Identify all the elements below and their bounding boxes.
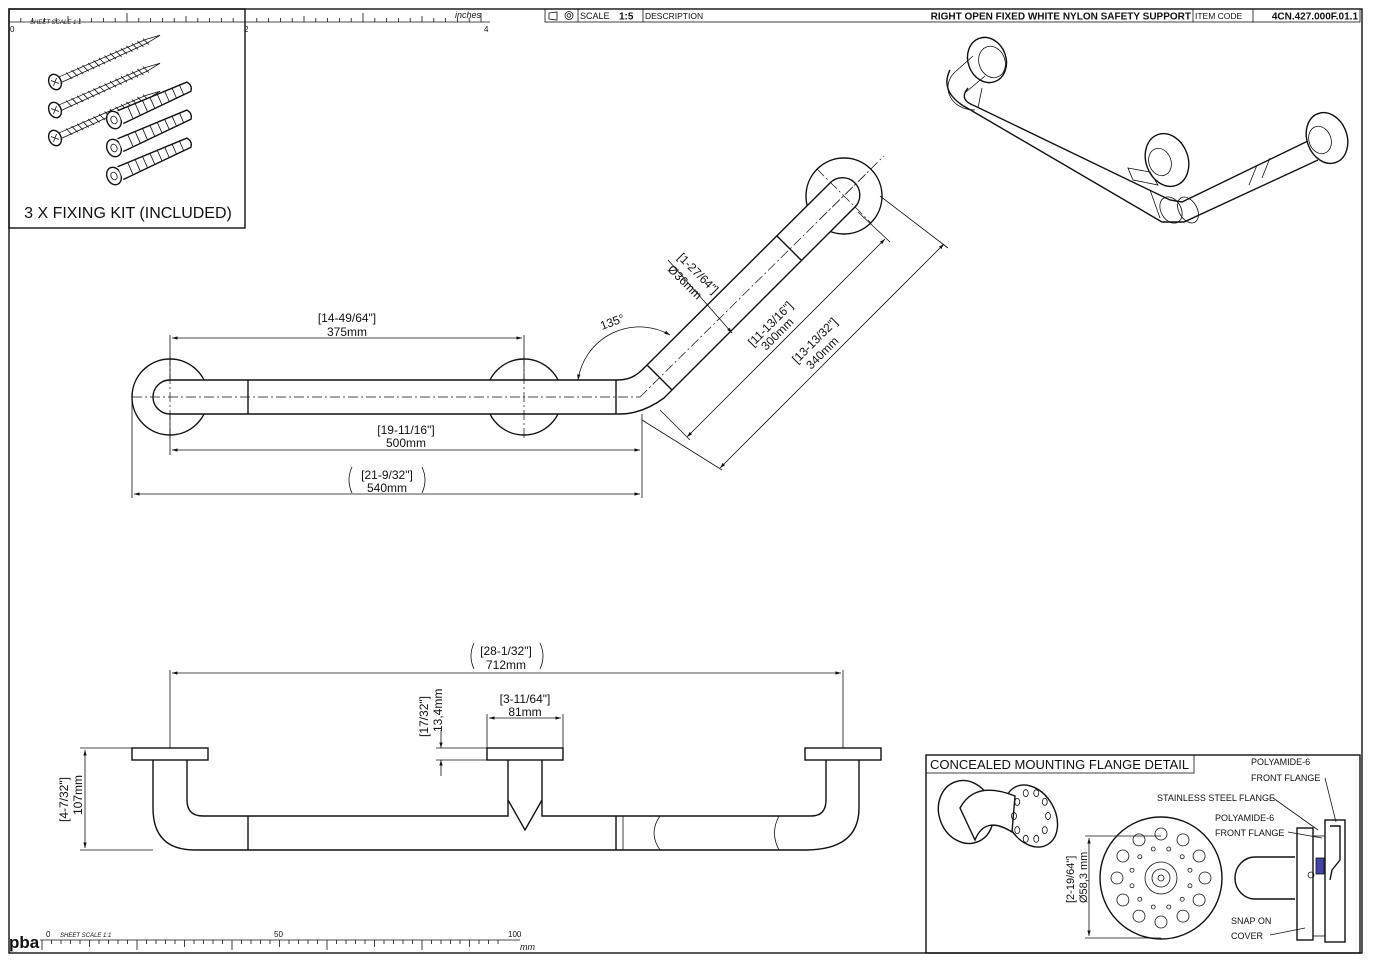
flange-diameter-mm: Ø58,3 mm bbox=[1078, 852, 1090, 903]
callout-snap-cover-line2: COVER bbox=[1231, 931, 1264, 941]
dim-13-4-inch: [17/32"] bbox=[417, 696, 431, 737]
description-value: RIGHT OPEN FIXED WHITE NYLON SAFETY SUPP… bbox=[931, 12, 1191, 23]
callout-front-flange-2-line2: FRONT FLANGE bbox=[1215, 828, 1284, 838]
top-ruler-tick-4: 4 bbox=[484, 25, 489, 34]
scale-label: SCALE bbox=[580, 11, 610, 21]
flange-detail-panel: CONCEALED MOUNTING FLANGE DETAIL [2-19/6… bbox=[925, 754, 1361, 954]
callout-front-flange-2-line1: POLYAMIDE-6 bbox=[1215, 813, 1274, 823]
flange-detail-title: CONCEALED MOUNTING FLANGE DETAIL bbox=[930, 757, 1189, 772]
item-code-value: 4CN.427.000F.01.1 bbox=[1272, 12, 1359, 23]
screw-icon bbox=[47, 34, 161, 147]
dim-712-mm: 712mm bbox=[486, 658, 526, 672]
flange-isometric bbox=[937, 779, 1059, 848]
callout-steel-flange: STAINLESS STEEL FLANGE bbox=[1157, 793, 1275, 803]
dim-375-inch: [14-49/64"] bbox=[318, 311, 376, 325]
scale-value: 1:5 bbox=[619, 12, 634, 23]
flange-section bbox=[1234, 819, 1346, 943]
dim-107-mm: 107mm bbox=[71, 775, 85, 815]
description-label: DESCRIPTION bbox=[645, 11, 703, 21]
bottom-ruler-unit: mm bbox=[520, 942, 535, 952]
projection-symbol-icon bbox=[548, 11, 574, 21]
dim-500-inch: [19-11/16"] bbox=[377, 423, 434, 437]
bottom-ruler-tick-100: 100 bbox=[508, 930, 522, 939]
top-ruler-tick-0: 0 bbox=[10, 25, 15, 34]
bottom-ruler-tick-0: 0 bbox=[46, 930, 51, 939]
isometric-view bbox=[946, 36, 1349, 224]
dim-540-inch: [21-9/32"] bbox=[361, 468, 413, 482]
dim-500-mm: 500mm bbox=[386, 436, 426, 450]
dim-107-inch: [4-7/32"] bbox=[57, 777, 71, 822]
flange-front-face: [2-19/64"] Ø58,3 mm bbox=[1065, 816, 1223, 940]
top-ruler-unit: inches bbox=[455, 10, 482, 20]
fixing-kit-caption: 3 X FIXING KIT (INCLUDED) bbox=[24, 205, 232, 222]
title-block: SCALE 1:5 DESCRIPTION RIGHT OPEN FIXED W… bbox=[544, 8, 1361, 23]
callout-front-flange-1-line1: POLYAMIDE-6 bbox=[1251, 757, 1310, 767]
bottom-ruler-scale-note: SHEET SCALE 1:1 bbox=[60, 933, 111, 939]
flange-right-side bbox=[804, 747, 882, 761]
wall-plug-icon bbox=[105, 81, 192, 186]
front-view: [28-1/32"] 712mm [3-11/64"] 81mm [17/32"… bbox=[57, 642, 882, 851]
dim-375-mm: 375mm bbox=[327, 325, 367, 339]
callout-snap-cover-line1: SNAP ON bbox=[1231, 916, 1271, 926]
dim-81-inch: [3-11/64"] bbox=[500, 692, 551, 706]
company-logo: pba bbox=[9, 933, 40, 952]
fixing-kit-scale-note: SHEET SCALE 1:1 bbox=[30, 20, 81, 26]
top-ruler-tick-2: 2 bbox=[244, 25, 249, 34]
fixing-kit-panel: SHEET SCALE 1:1 3 X FIXING KIT (INCLUDED… bbox=[8, 8, 246, 229]
bottom-ruler-tick-50: 50 bbox=[274, 930, 283, 939]
flange-left-side bbox=[131, 747, 209, 761]
item-code-label: ITEM CODE bbox=[1195, 11, 1243, 21]
callout-front-flange-1-line2: FRONT FLANGE bbox=[1251, 773, 1320, 783]
flange-middle-side bbox=[486, 747, 564, 761]
top-view: [14-49/64"] 375mm [19-11/16"] 500mm [21-… bbox=[131, 155, 949, 498]
dim-712-inch: [28-1/32"] bbox=[480, 644, 532, 658]
dim-13-4-mm: 13,4mm bbox=[431, 689, 445, 732]
dim-540-mm: 540mm bbox=[367, 481, 407, 495]
bottom-ruler: 0 50 100 SHEET SCALE 1:1 mm bbox=[40, 930, 535, 952]
dim-81-mm: 81mm bbox=[508, 705, 541, 719]
flange-diameter-inch: [2-19/64"] bbox=[1065, 856, 1077, 903]
